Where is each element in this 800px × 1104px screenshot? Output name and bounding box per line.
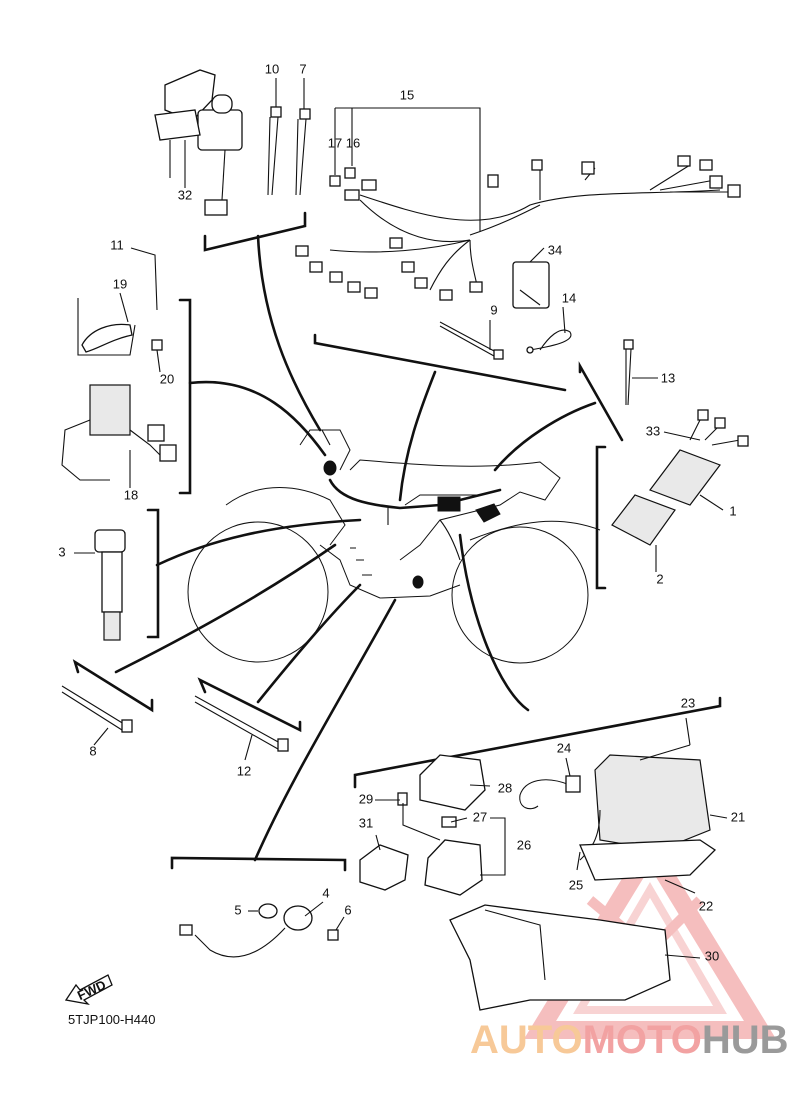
callouts: 1 2 3 4 5 6 7 8 9 10 11 12 13 14 15 16 1…: [58, 61, 745, 963]
parts-10-7-cable-ties: [267, 106, 311, 196]
diagram-code: 5TJP100-H440: [68, 1012, 156, 1027]
callout-16: 16: [346, 135, 360, 150]
part-20-bolt: [151, 339, 163, 351]
callout-28: 28: [498, 780, 512, 795]
callout-15: 15: [400, 87, 414, 102]
callout-14: 14: [562, 290, 576, 305]
part-14-lead: [526, 329, 572, 354]
callout-22: 22: [699, 898, 713, 913]
callout-5: 5: [234, 902, 241, 917]
callout-25: 25: [569, 877, 583, 892]
part-6-screw: [327, 929, 339, 941]
part-8-cable-tie: [61, 685, 133, 733]
part-33-1-ecu: [649, 409, 749, 506]
callout-1: 1: [729, 503, 736, 518]
watermark-part-3: HUB: [701, 1018, 789, 1062]
callout-24: 24: [557, 740, 571, 755]
group-brackets: [72, 211, 722, 872]
callout-20: 20: [160, 371, 174, 386]
callout-23: 23: [681, 695, 695, 710]
callout-27: 27: [473, 809, 487, 824]
part-2-ecu-cover: [611, 494, 676, 546]
callout-3: 3: [58, 544, 65, 559]
part-3-ignition-coil: [94, 529, 126, 641]
leader-lines: [114, 234, 597, 862]
callout-33: 33: [646, 423, 660, 438]
motorcycle-outline: [187, 429, 601, 664]
callout-11: 11: [110, 237, 124, 252]
part-22-pad: [579, 839, 717, 881]
callout-4: 4: [322, 885, 329, 900]
callout-leaders: [74, 78, 728, 959]
watermark-part-2: MOTO: [582, 1018, 702, 1062]
callout-18: 18: [124, 487, 138, 502]
callout-34: 34: [548, 242, 562, 257]
callout-17: 17: [328, 135, 342, 150]
callout-8: 8: [89, 743, 96, 758]
part-18-rectifier: [61, 384, 177, 481]
watermark-part-1: AUTO: [470, 1018, 583, 1062]
part-34-relay: [512, 261, 550, 309]
part-5-o-ring: [258, 903, 278, 919]
part-13-cable-tie: [623, 339, 634, 406]
part-27-26-starter-relay: [424, 816, 483, 896]
callout-31: 31: [359, 815, 373, 830]
callout-6: 6: [344, 902, 351, 917]
part-21-battery: [579, 744, 711, 861]
part-24-lead: [519, 775, 581, 810]
callout-29: 29: [359, 791, 373, 806]
watermark-text: AUTOMOTOHUB: [470, 1018, 789, 1063]
callout-9: 9: [490, 302, 497, 317]
part-4-sensor: [179, 905, 313, 958]
callout-7: 7: [299, 61, 306, 76]
callout-12: 12: [237, 763, 251, 778]
callout-21: 21: [731, 809, 745, 824]
part-28-cover: [419, 754, 486, 811]
part-30-battery-case: [449, 904, 671, 1011]
harness-routing: [323, 460, 502, 589]
part-19-bracket: [77, 298, 136, 356]
part-31-relay: [359, 844, 409, 891]
callout-10: 10: [265, 61, 279, 76]
fwd-arrow-icon: FWD: [64, 974, 113, 1006]
callout-19: 19: [113, 276, 127, 291]
part-15-wire-harness: [295, 155, 741, 301]
callout-13: 13: [661, 370, 675, 385]
part-12-cable-tie: [194, 695, 289, 752]
callout-30: 30: [705, 948, 719, 963]
fwd-label: FWD: [75, 977, 108, 1003]
part-9-cable-tie: [439, 321, 504, 360]
part-32-relay-bracket: [154, 69, 243, 216]
callout-26: 26: [517, 837, 531, 852]
callout-32: 32: [178, 187, 192, 202]
callout-2: 2: [656, 571, 663, 586]
